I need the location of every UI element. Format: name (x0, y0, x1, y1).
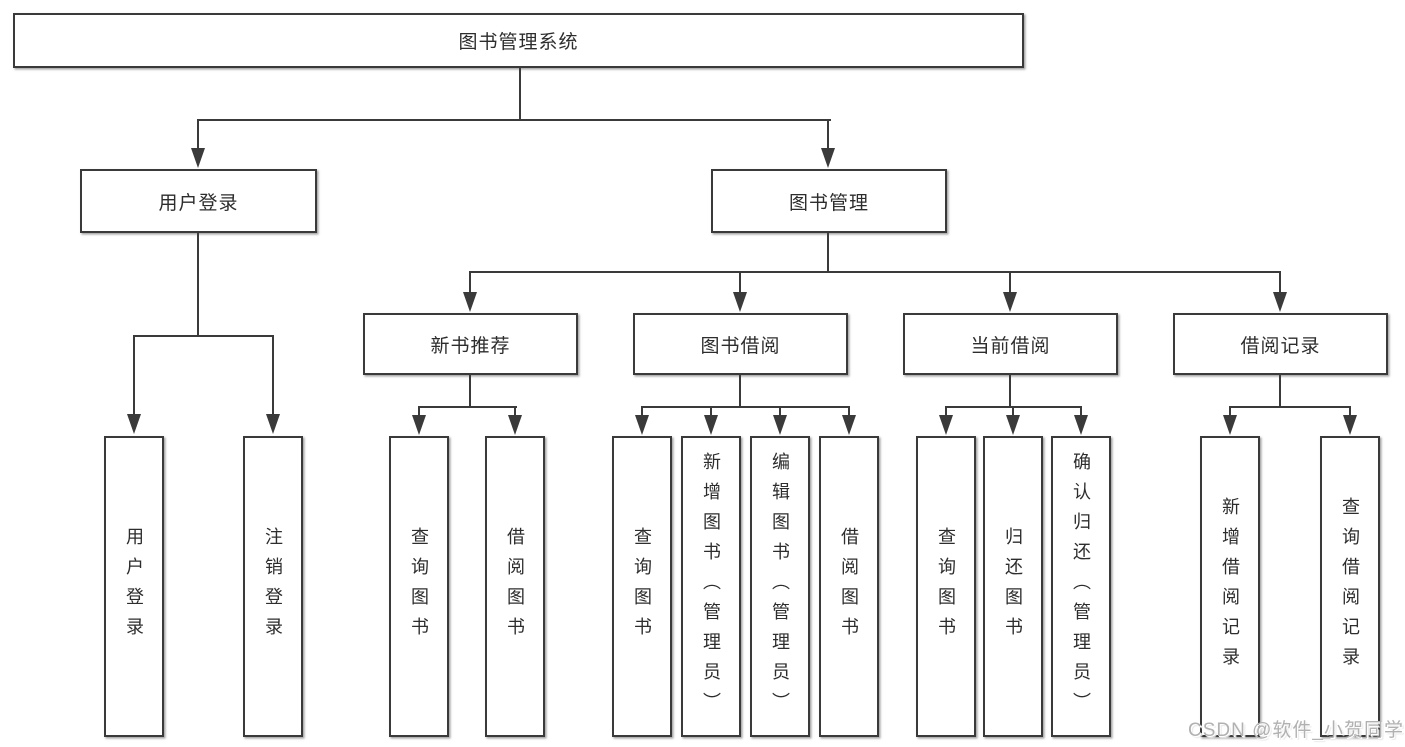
arrowhead-down-icon (635, 415, 649, 435)
connector-line (1229, 406, 1231, 418)
arrowhead-down-icon (939, 415, 953, 435)
leaf-add-book-admin: 新增图书（管理员） (681, 436, 741, 737)
node-book-management: 图书管理 (711, 169, 947, 233)
node-new-book-recommendation: 新书推荐 (363, 313, 578, 375)
arrowhead-down-icon (1074, 415, 1088, 435)
leaf-query-books-recommend: 查询图书 (389, 436, 449, 737)
connector-line (1229, 406, 1351, 408)
connector-line (641, 406, 850, 408)
arrowhead-down-icon (463, 292, 477, 312)
connector-line (1080, 406, 1082, 418)
node-book-borrowing: 图书借阅 (633, 313, 848, 375)
leaf-borrow-books-recommend: 借阅图书 (485, 436, 545, 737)
connector-line (418, 406, 420, 418)
leaf-logout: 注销登录 (243, 436, 303, 737)
connector-line (739, 271, 741, 294)
connector-line (710, 406, 712, 418)
leaf-query-books-borrowing: 查询图书 (612, 436, 672, 737)
arrowhead-down-icon (266, 414, 280, 434)
connector-line (469, 271, 1281, 273)
leaf-confirm-return-admin: 确认归还（管理员） (1051, 436, 1111, 737)
connector-line (1009, 271, 1011, 294)
connector-line (827, 119, 829, 150)
leaf-query-borrow-record: 查询借阅记录 (1320, 436, 1380, 737)
arrowhead-down-icon (704, 415, 718, 435)
connector-line (945, 406, 947, 418)
connector-line (418, 406, 517, 408)
connector-line (197, 119, 831, 121)
connector-line (1012, 406, 1014, 418)
connector-line (1279, 374, 1281, 408)
arrowhead-down-icon (127, 414, 141, 434)
connector-line (848, 406, 850, 418)
arrowhead-down-icon (821, 148, 835, 168)
connector-line (739, 374, 741, 408)
arrowhead-down-icon (1223, 415, 1237, 435)
arrowhead-down-icon (412, 415, 426, 435)
leaf-borrow-books-borrowing: 借阅图书 (819, 436, 879, 737)
connector-line (641, 406, 643, 418)
node-current-borrowing: 当前借阅 (903, 313, 1118, 375)
leaf-edit-book-admin: 编辑图书（管理员） (750, 436, 810, 737)
arrowhead-down-icon (842, 415, 856, 435)
leaf-add-borrow-record: 新增借阅记录 (1200, 436, 1260, 737)
connector-line (469, 374, 471, 408)
connector-line (1279, 271, 1281, 294)
leaf-user-login: 用户登录 (104, 436, 164, 737)
node-user-login: 用户登录 (80, 169, 317, 233)
arrowhead-down-icon (1273, 292, 1287, 312)
arrowhead-down-icon (191, 148, 205, 168)
connector-line (827, 232, 829, 273)
connector-line (1009, 374, 1011, 408)
connector-line (272, 335, 274, 415)
leaf-return-book: 归还图书 (983, 436, 1043, 737)
connector-line (1349, 406, 1351, 418)
node-library-system: 图书管理系统 (13, 13, 1024, 68)
connector-line (197, 119, 199, 150)
connector-line (519, 67, 521, 121)
arrowhead-down-icon (1343, 415, 1357, 435)
connector-line (779, 406, 781, 418)
arrowhead-down-icon (733, 292, 747, 312)
arrowhead-down-icon (1003, 292, 1017, 312)
connector-line (133, 335, 135, 415)
leaf-query-books-current: 查询图书 (916, 436, 976, 737)
connector-line (197, 232, 199, 337)
arrowhead-down-icon (508, 415, 522, 435)
watermark: CSDN @软件_小贺同学 (1188, 720, 1404, 741)
arrowhead-down-icon (773, 415, 787, 435)
connector-line (133, 335, 274, 337)
connector-line (514, 406, 516, 418)
node-borrowing-records: 借阅记录 (1173, 313, 1388, 375)
arrowhead-down-icon (1006, 415, 1020, 435)
connector-line (469, 271, 471, 294)
